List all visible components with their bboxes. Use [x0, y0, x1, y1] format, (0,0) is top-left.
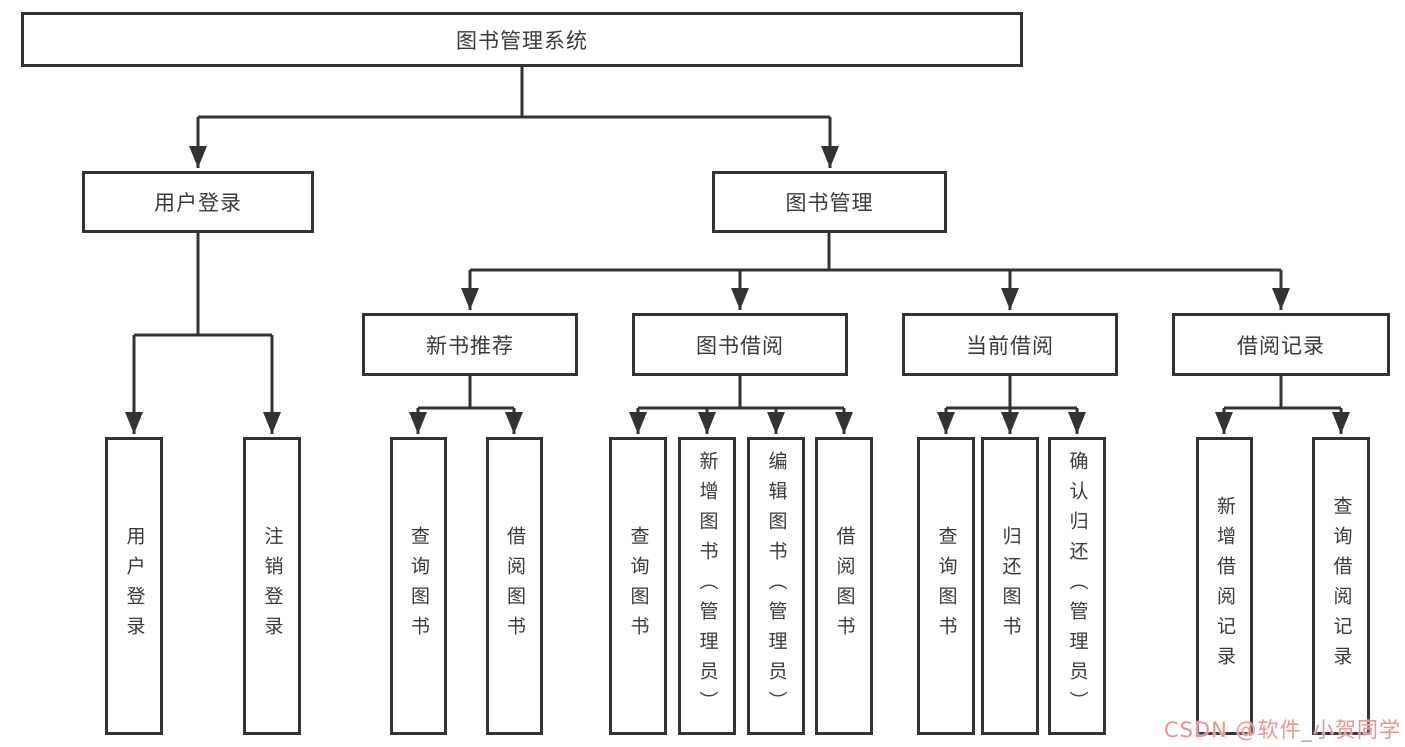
node-borrowing-records: 借阅记录: [1172, 313, 1390, 376]
leaf-current-query-books: 查询图书: [917, 437, 975, 735]
node-user-login: 用户登录: [82, 171, 314, 233]
node-book-borrowing: 图书借阅: [632, 313, 848, 376]
node-library-management-system: 图书管理系统: [21, 12, 1023, 67]
leaf-recommend-query-books: 查询图书: [390, 437, 447, 735]
connector-arrows: [125, 117, 1350, 434]
leaf-query-borrow-record: 查询借阅记录: [1312, 437, 1370, 735]
leaf-add-books-admin: 新增图书（管理员）: [678, 437, 736, 735]
leaf-edit-books-admin: 编辑图书（管理员）: [747, 437, 805, 735]
leaf-return-books: 归还图书: [981, 437, 1039, 735]
node-book-management: 图书管理: [712, 171, 947, 233]
node-new-book-recommendation: 新书推荐: [362, 313, 578, 376]
leaf-user-login: 用户登录: [105, 437, 163, 735]
node-current-borrowing: 当前借阅: [902, 313, 1118, 376]
leaf-recommend-borrow-books: 借阅图书: [486, 437, 543, 735]
csdn-watermark: CSDN @软件_小贺同学: [1163, 718, 1401, 742]
leaf-borrow-query-books: 查询图书: [609, 437, 667, 735]
leaf-add-borrow-record: 新增借阅记录: [1196, 437, 1253, 735]
leaf-borrow-books: 借阅图书: [815, 437, 873, 735]
leaf-confirm-return-admin: 确认归还（管理员）: [1048, 437, 1106, 735]
leaf-logout: 注销登录: [243, 437, 301, 735]
